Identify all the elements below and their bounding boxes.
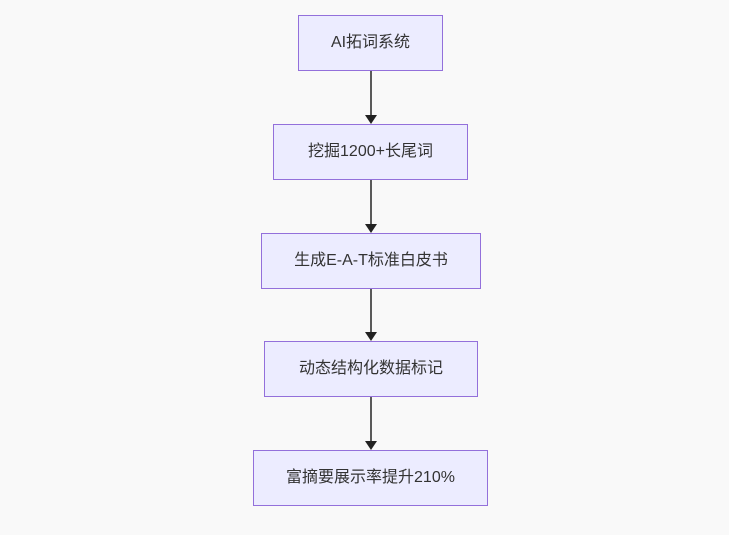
flow-node-eat-whitepaper: 生成E-A-T标准白皮书 (261, 233, 481, 289)
flow-node-label: 动态结构化数据标记 (298, 360, 443, 377)
arrowhead-down-icon (365, 224, 377, 233)
arrow-line (370, 71, 372, 115)
flow-arrow-3 (364, 289, 378, 341)
arrowhead-down-icon (365, 441, 377, 450)
arrow-line (370, 180, 372, 224)
flow-node-label: AI拓词系统 (330, 34, 411, 51)
arrow-line (370, 289, 372, 332)
flow-node-label: 富摘要展示率提升210% (286, 469, 455, 486)
flow-node-structured-data: 动态结构化数据标记 (264, 341, 478, 397)
arrow-line (370, 397, 372, 441)
flow-node-longtail-words: 挖掘1200+长尾词 (273, 124, 468, 180)
arrowhead-down-icon (365, 115, 377, 124)
arrowhead-down-icon (365, 332, 377, 341)
flow-arrow-2 (364, 180, 378, 233)
flow-arrow-1 (364, 71, 378, 124)
flow-node-ai-system: AI拓词系统 (298, 15, 443, 71)
flow-node-label: 挖掘1200+长尾词 (308, 143, 433, 160)
flow-node-rich-snippet-result: 富摘要展示率提升210% (253, 450, 488, 506)
flow-node-label: 生成E-A-T标准白皮书 (294, 252, 448, 269)
flow-arrow-4 (364, 397, 378, 450)
